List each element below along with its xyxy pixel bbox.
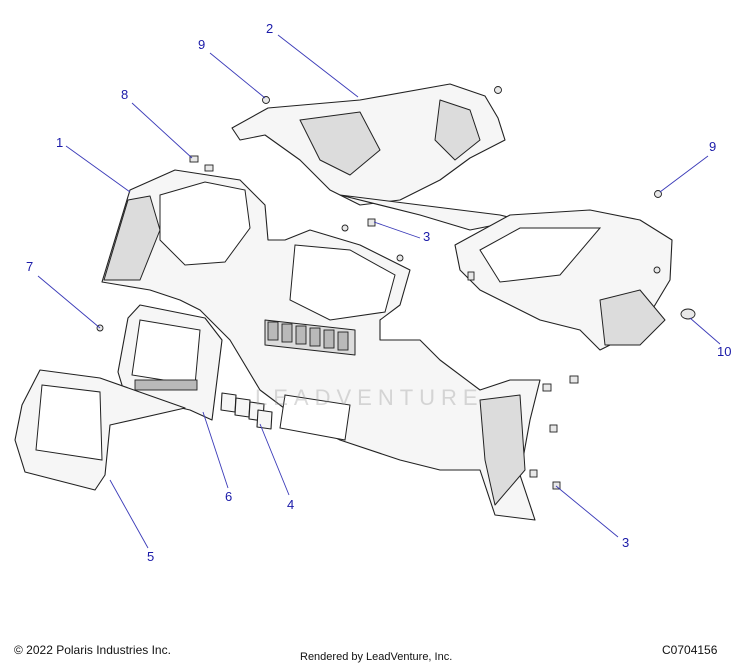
leader-7 bbox=[37, 275, 101, 329]
leader-1 bbox=[65, 145, 131, 193]
switch-blanks bbox=[220, 392, 273, 430]
callout-7: 7 bbox=[26, 259, 34, 274]
leader-9a bbox=[209, 52, 266, 99]
figure-code: C0704156 bbox=[662, 643, 718, 657]
callout-8: 8 bbox=[121, 87, 129, 102]
callout-4: 4 bbox=[287, 497, 295, 512]
copyright-text: © 2022 Polaris Industries Inc. bbox=[14, 643, 171, 657]
leader-5 bbox=[109, 479, 149, 549]
leader-10 bbox=[689, 317, 721, 345]
callout-3-upper: 3 bbox=[423, 229, 431, 244]
leader-3b bbox=[555, 485, 619, 538]
upper-dash-cover bbox=[231, 83, 673, 351]
callout-9-right: 9 bbox=[709, 139, 717, 154]
leader-lines bbox=[37, 34, 721, 549]
rendered-by-text: Rendered by LeadVenture, Inc. bbox=[300, 651, 453, 663]
callout-2: 2 bbox=[266, 21, 274, 36]
leader-9b bbox=[659, 155, 709, 193]
lower-dash bbox=[101, 169, 541, 521]
leader-4 bbox=[259, 423, 290, 496]
callout-9-left: 9 bbox=[198, 37, 206, 52]
fasteners bbox=[96, 86, 696, 490]
leader-2 bbox=[277, 34, 359, 98]
leader-8 bbox=[131, 102, 193, 159]
callout-6: 6 bbox=[225, 489, 233, 504]
callout-1: 1 bbox=[56, 135, 64, 150]
callout-5: 5 bbox=[147, 549, 155, 564]
leader-6 bbox=[202, 411, 229, 489]
trim-frame bbox=[14, 369, 186, 491]
callout-3-lower: 3 bbox=[622, 535, 630, 550]
watermark: LEADVENTURE bbox=[255, 385, 484, 410]
callout-10: 10 bbox=[717, 344, 732, 359]
bezel bbox=[117, 304, 223, 421]
leader-3a bbox=[373, 221, 421, 239]
